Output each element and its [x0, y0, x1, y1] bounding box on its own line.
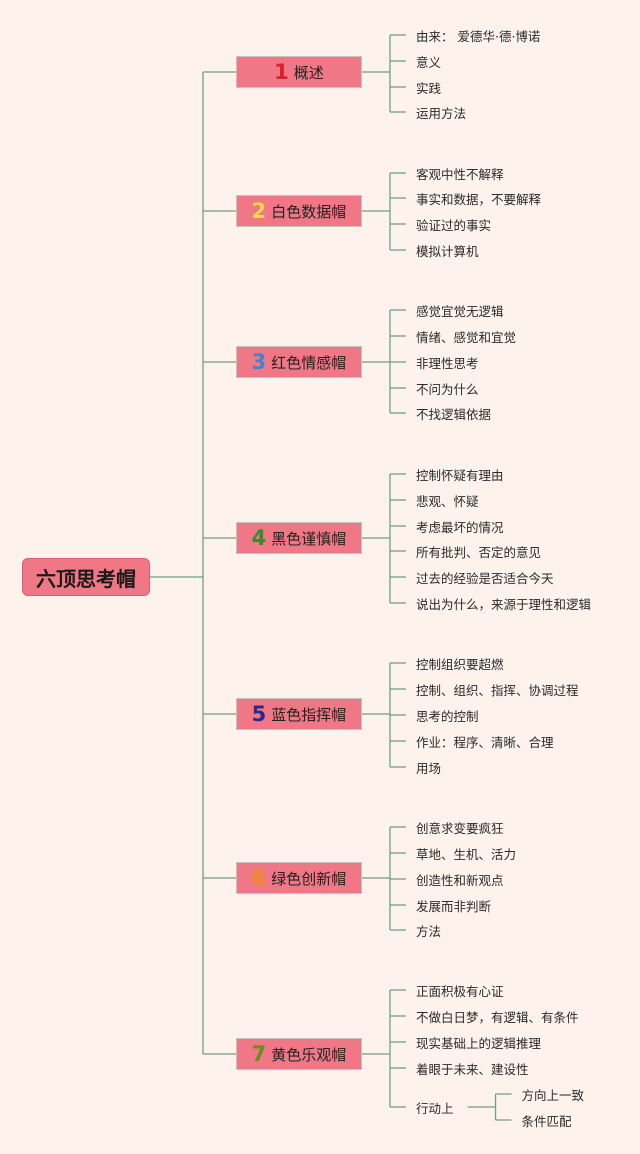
leaf-label: 控制组织要超燃	[416, 656, 504, 672]
branch-number: 5	[251, 702, 267, 726]
branch-number: 7	[251, 1042, 267, 1066]
leaf-item: 所有批判、否定的意见	[416, 541, 640, 561]
leaf-label: 现实基础上的逻辑推理	[416, 1035, 542, 1051]
sub-leaf-item: 方向上一致	[522, 1084, 632, 1104]
leaf-item: 不做白日梦，有逻辑、有条件	[416, 1006, 640, 1026]
branch-label: 黑色谨慎帽	[271, 529, 347, 548]
leaf-label: 控制、组织、指挥、协调过程	[416, 682, 579, 698]
leaf-item: 非理性思考	[416, 352, 640, 372]
leaf-item: 悲观、怀疑	[416, 490, 640, 510]
leaf-label: 意义	[416, 54, 442, 70]
leaf-item: 意义	[416, 51, 640, 71]
branch-label: 黄色乐观帽	[271, 1045, 347, 1064]
leaf-item: 发展而非判断	[416, 895, 640, 915]
leaf-item: 控制、组织、指挥、协调过程	[416, 679, 640, 699]
root-label: 六顶思考帽	[36, 566, 136, 591]
leaf-label: 思考的控制	[416, 708, 479, 724]
sub-leaf-label: 条件匹配	[521, 1113, 572, 1129]
leaf-label: 考虑最坏的情况	[416, 519, 504, 535]
branch-label: 白色数据帽	[271, 202, 347, 221]
leaf-item: 由来： 爱德华·德·博诺	[416, 25, 640, 45]
leaf-item: 验证过的事实	[416, 214, 640, 234]
leaf-item: 方法	[416, 920, 640, 940]
leaf-label: 所有批判、否定的意见	[416, 544, 542, 560]
leaf-item: 现实基础上的逻辑推理	[416, 1032, 640, 1052]
leaf-label: 草地、生机、活力	[416, 846, 517, 862]
leaf-item: 作业：程序、清晰、合理	[416, 731, 640, 751]
leaf-item: 着眼于未来、建设性	[416, 1058, 640, 1078]
leaf-label: 事实和数据，不要解释	[416, 191, 542, 207]
leaf-label: 感觉宜觉无逻辑	[416, 303, 504, 319]
branch-number: 2	[251, 199, 267, 223]
leaf-label: 作业：程序、清晰、合理	[416, 734, 554, 750]
leaf-item: 感觉宜觉无逻辑	[416, 300, 640, 320]
leaf-label: 验证过的事实	[416, 217, 492, 233]
leaf-label: 运用方法	[416, 105, 467, 121]
branch-number: 1	[274, 60, 289, 84]
leaf-item: 运用方法	[416, 102, 640, 122]
leaf-item: 模拟计算机	[416, 240, 640, 260]
branch-label: 绿色创新帽	[271, 869, 347, 888]
branch-label: 红色情感帽	[271, 353, 347, 372]
leaf-item: 情绪、感觉和宜觉	[416, 326, 640, 346]
leaf-label: 正面积极有心证	[416, 983, 504, 999]
leaf-item: 不问为什么	[416, 378, 640, 398]
sub-leaf-label: 方向上一致	[521, 1087, 585, 1103]
sub-leaf-item: 条件匹配	[522, 1110, 632, 1130]
leaf-label: 创意求变要疯狂	[416, 820, 504, 836]
branch-label: 概述	[293, 63, 324, 82]
leaf-label: 用场	[416, 760, 442, 776]
leaf-item: 控制组织要超燃	[416, 653, 640, 673]
leaf-label: 说出为什么，来源于理性和逻辑	[416, 596, 592, 612]
leaf-item: 过去的经验是否适合今天	[416, 567, 640, 587]
leaf-label: 实践	[416, 80, 442, 96]
leaf-item: 不找逻辑依据	[416, 403, 640, 423]
branch-number: 3	[251, 350, 267, 374]
leaf-item: 控制怀疑有理由	[416, 464, 640, 484]
leaf-item: 草地、生机、活力	[416, 843, 640, 863]
leaf-label: 悲观、怀疑	[416, 493, 479, 509]
leaf-label: 过去的经验是否适合今天	[416, 570, 554, 586]
leaf-label: 不问为什么	[416, 381, 479, 397]
leaf-label: 发展而非判断	[416, 898, 492, 914]
leaf-label: 着眼于未来、建设性	[416, 1061, 529, 1077]
leaf-label: 模拟计算机	[416, 243, 479, 259]
branch-label: 蓝色指挥帽	[271, 705, 347, 724]
leaf-item: 实践	[416, 77, 640, 97]
leaf-item: 用场	[416, 757, 640, 777]
root-node[interactable]: 六顶思考帽	[22, 558, 150, 596]
leaf-item: 创造性和新观点	[416, 869, 640, 889]
leaf-label: 创造性和新观点	[416, 872, 504, 888]
leaf-label: 不做白日梦，有逻辑、有条件	[416, 1009, 579, 1025]
leaf-item: 事实和数据，不要解释	[416, 188, 640, 208]
leaf-label: 行动上	[416, 1100, 454, 1116]
branch-number: 6	[251, 866, 267, 890]
leaf-item: 正面积极有心证	[416, 980, 640, 1000]
leaf-label: 情绪、感觉和宜觉	[416, 329, 517, 345]
leaf-item: 说出为什么，来源于理性和逻辑	[416, 593, 640, 613]
leaf-label: 方法	[416, 923, 442, 939]
leaf-item: 行动上	[416, 1097, 640, 1117]
leaf-label: 控制怀疑有理由	[416, 467, 504, 483]
leaf-item: 创意求变要疯狂	[416, 817, 640, 837]
branch-number: 4	[251, 526, 267, 550]
leaf-label: 不找逻辑依据	[416, 406, 492, 422]
leaf-item: 思考的控制	[416, 705, 640, 725]
leaf-item: 客观中性不解释	[416, 163, 640, 183]
leaf-label: 非理性思考	[416, 355, 479, 371]
leaf-label: 客观中性不解释	[416, 166, 504, 182]
leaf-item: 考虑最坏的情况	[416, 516, 640, 536]
leaf-label: 由来： 爱德华·德·博诺	[416, 28, 541, 44]
